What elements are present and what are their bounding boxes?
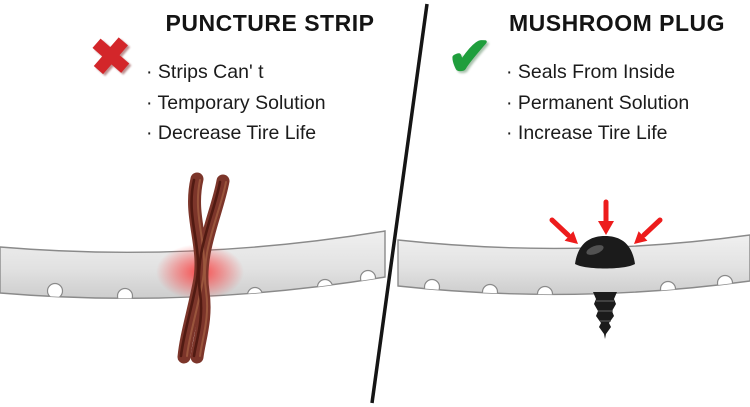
tread-notches-right <box>423 274 734 295</box>
cross-icon: ✖ <box>88 27 134 87</box>
bullet-item: · Decrease Tire Life <box>146 122 317 144</box>
mushroom-plug-graphic <box>575 236 635 339</box>
divider-line <box>370 3 429 404</box>
left-bullet-list: · Strips Can' t · Temporary Solution · D… <box>146 57 326 149</box>
bullet-item: · Temporary Solution <box>146 91 326 114</box>
right-panel-title: MUSHROOM PLUG <box>508 10 726 36</box>
tire-cross-section-right <box>397 234 750 296</box>
bullet-item: · Seals From Inside <box>506 61 676 83</box>
right-bullet-list: · Seals From Inside · Permanent Solution… <box>506 57 689 149</box>
bullet-item: · Permanent Solution <box>506 91 690 114</box>
bullet-item: · Increase Tire Life <box>506 122 668 144</box>
check-icon: ✔ <box>447 27 493 87</box>
insert-arrows <box>549 199 663 244</box>
bullet-item: · Strips Can' t <box>146 61 264 83</box>
puncture-strip-graphic <box>177 172 230 364</box>
left-panel-title: PUNCTURE STRIP <box>165 10 375 36</box>
